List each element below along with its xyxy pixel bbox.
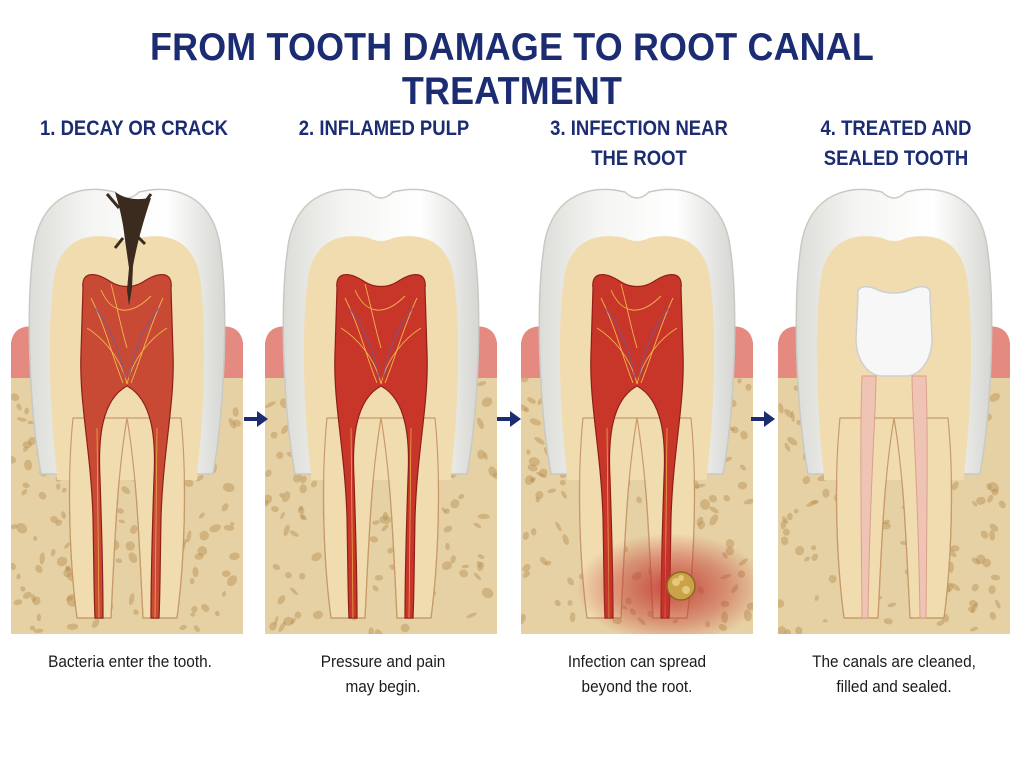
pulp-nerves [340,283,422,619]
crown-filling [855,285,933,377]
step-2-illustration [265,178,497,634]
step-3-illustration [521,178,753,634]
step-4-illustration [778,178,1010,634]
decay-crack [115,192,151,306]
step-4-heading-line-1: 4. TREATED AND [820,117,972,140]
step-4-caption-line-1: The canals are cleaned, [812,653,976,671]
tooth-pulp [334,274,428,619]
step-3-caption-line-1: Infection can spread [567,653,707,671]
step-4-caption-line-2: filled and sealed. [836,678,952,696]
step-1-caption: Bacteria enter the tooth. [18,650,241,675]
root-canal-filling [860,375,928,619]
step-3-heading-line-1: 3. INFECTION NEAR [550,117,728,140]
step-2-heading: 2. INFLAMED PULP [278,114,489,144]
infection-area [576,533,753,634]
step-2-caption: Pressure and pain may begin. [271,650,494,700]
step-3-heading: 3. INFECTION NEAR THE ROOT [533,114,744,174]
step-4-heading-line-2: SEALED TOOTH [823,147,969,170]
step-3-caption-line-2: beyond the root. [581,678,693,696]
arrow-right-icon [749,408,779,430]
step-1-heading: 1. DECAY OR CRACK [28,114,239,144]
step-3-caption: Infection can spread beyond the root. [525,650,748,700]
step-4-heading: 4. TREATED AND SEALED TOOTH [790,114,1001,174]
step-3-heading-line-2: THE ROOT [591,147,687,170]
arrow-right-icon [242,408,272,430]
pulp-nerves [86,283,168,619]
step-2-heading-line-1: 2. INFLAMED PULP [298,117,470,140]
step-2-caption-line-1: Pressure and pain [320,653,446,671]
step-1-illustration [11,178,243,634]
tooth-pulp [80,274,174,619]
arrow-right-icon [495,408,525,430]
step-1-caption-line-1: Bacteria enter the tooth. [48,653,212,671]
diagram-title: FROM TOOTH DAMAGE TO ROOT CANAL TREATMEN… [150,26,874,113]
step-1-heading-line-1: 1. DECAY OR CRACK [40,117,228,140]
step-2-caption-line-2: may begin. [345,678,421,696]
pulp-nerves [596,283,678,619]
step-4-caption: The canals are cleaned, filled and seale… [782,650,1005,700]
